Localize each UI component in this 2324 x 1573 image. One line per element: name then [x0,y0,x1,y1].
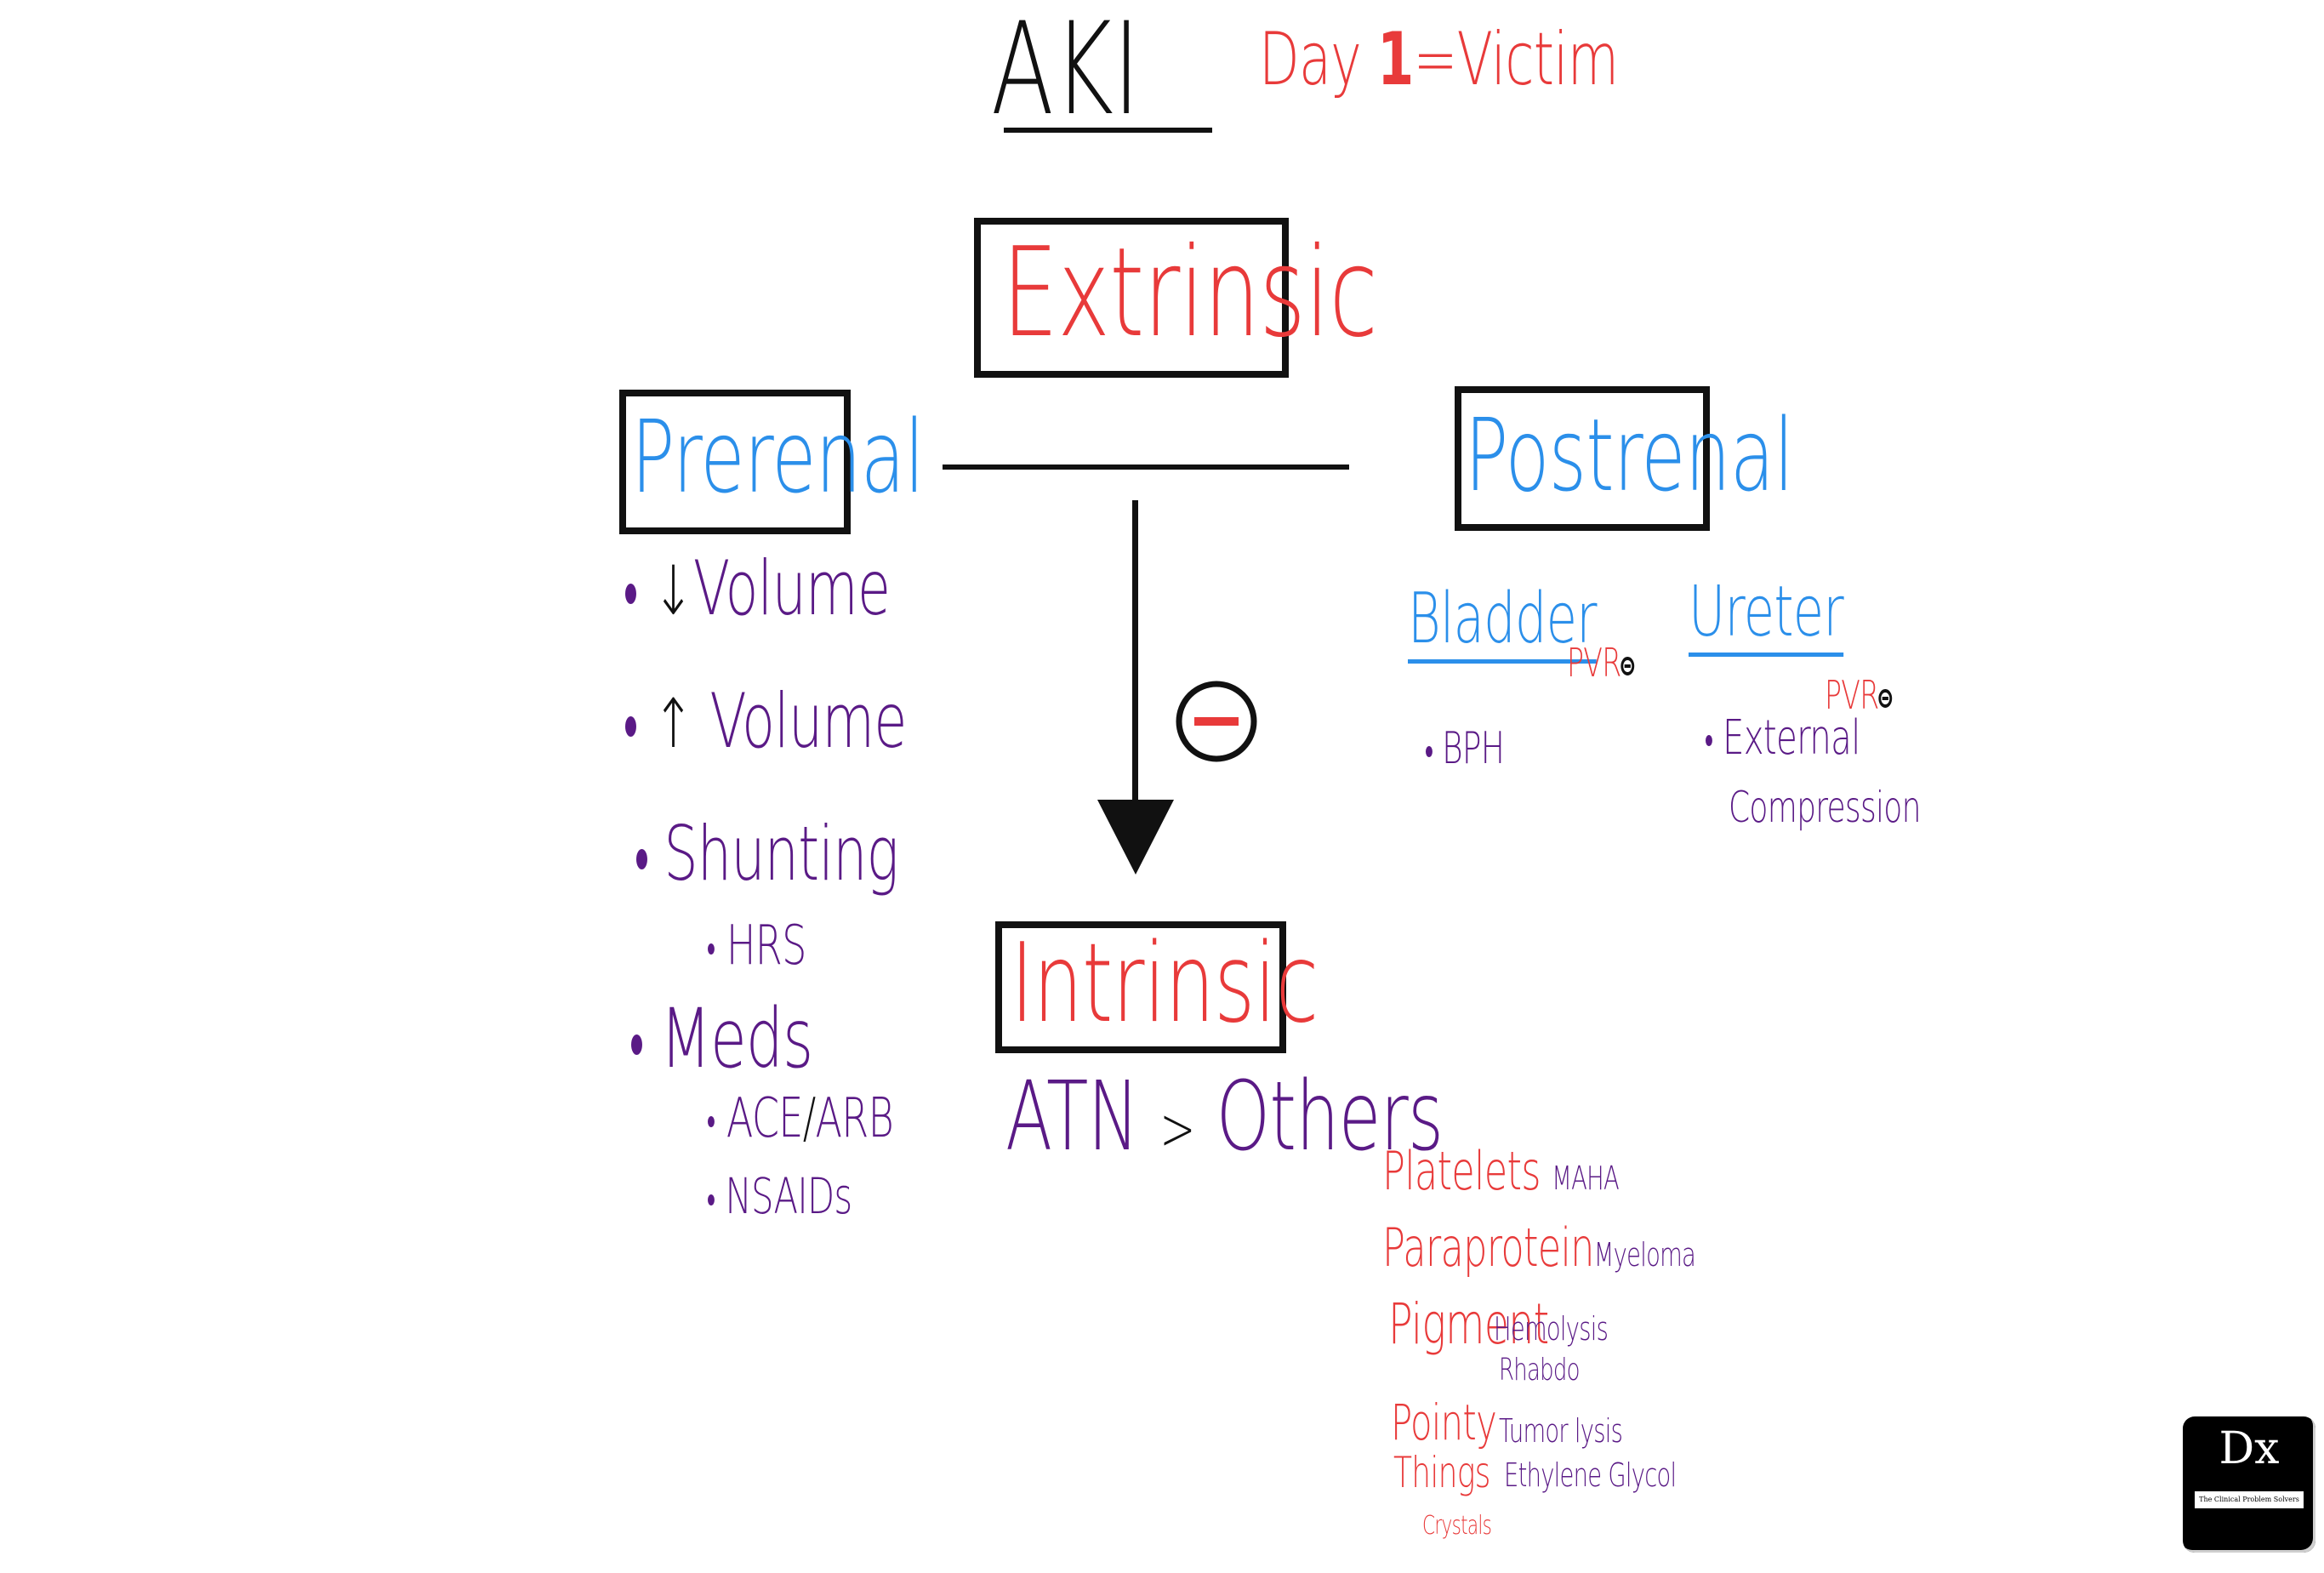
postrenal-box [1455,386,1710,531]
cause-pigment-detail-2: Rhabdo [1499,1353,1580,1388]
bullet-icon [708,1116,715,1127]
cause-platelets: Platelets MAHA [1382,1140,1620,1202]
logo-mark: Dx [2219,1423,2280,1474]
intrinsic-box [995,921,1286,1053]
greater-than: > [1159,1094,1195,1164]
bullet-icon [1706,735,1712,747]
atn-others: ATN > Others [1005,1062,1444,1172]
bullet-icon [625,584,636,604]
bullet-icon [636,849,647,869]
page-title: AKI [991,0,1140,144]
prerenal-item-increased-volume: ↑ Volume [625,677,907,765]
cause-things: Things [1393,1448,1490,1497]
ureter-pvr: PVR [1825,672,1893,718]
bladder-pvr: PVR [1567,640,1635,686]
subtitle-eq: = [1413,17,1457,102]
divider-line [943,464,1349,470]
extrinsic-label: Extrinsic [1002,221,1378,365]
down-arrow-small-icon: ↓ [652,551,693,630]
cause-pigment: Pigment [1388,1291,1549,1357]
others-label: Others [1216,1062,1444,1172]
title-underline [1004,128,1212,133]
bladder-label: Bladder [1408,578,1597,664]
subtitle-num: 1 [1377,17,1414,102]
prerenal-item-meds: Meds [631,991,813,1086]
postrenal-label: Postrenal [1465,396,1794,514]
cause-pointy-detail-2: Ethylene Glycol [1504,1456,1677,1494]
cause-paraprotein: ParaproteinMyeloma [1382,1217,1696,1279]
cause-pigment-detail-1: Hemolysis [1494,1310,1609,1348]
prerenal-label: Prerenal [631,398,925,516]
up-arrow-icon: ↑ [652,684,693,763]
subtitle-victim: Victim [1456,17,1619,102]
subtitle: Day 1=Victim [1259,17,1619,102]
prerenal-item-shunting: Shunting [636,810,899,898]
ureter-label: Ureter [1689,572,1844,657]
plus-circle-icon [1621,656,1635,675]
down-arrow-shaft [1132,500,1138,815]
cause-pointy-detail-1: Tumor lysis [1499,1412,1623,1450]
prerenal-item-nsaids: NSAIDs [708,1167,852,1225]
prerenal-item-decreased-volume: ↓Volume [625,544,891,632]
minus-circle-icon [1176,681,1257,762]
ureter-item-compression: Compression [1729,783,1921,832]
cause-crystals: Crystals [1422,1511,1492,1541]
prerenal-box [619,390,851,534]
extrinsic-box [974,218,1289,378]
ureter-item-external: External [1706,710,1860,766]
plus-circle-icon [1878,688,1893,708]
prerenal-item-hrs: HRS [708,915,806,977]
bullet-icon [625,716,636,737]
bullet-icon [708,1194,715,1205]
subtitle-day: Day [1259,17,1362,102]
bladder-item-bph: BPH [1426,723,1505,774]
down-arrow-icon [1097,800,1174,875]
bullet-icon [708,943,715,955]
prerenal-item-ace-arb: ACE/ARB [708,1087,894,1150]
bullet-icon [1426,745,1433,757]
bullet-icon [631,1034,642,1055]
intrinsic-label: Intrinsic [1011,920,1319,1047]
cause-pointy: Pointy [1391,1393,1497,1451]
dx-logo: Dx The Clinical Problem Solvers [2183,1416,2315,1553]
atn-label: ATN [1005,1062,1139,1172]
logo-caption: The Clinical Problem Solvers [2195,1491,2304,1508]
